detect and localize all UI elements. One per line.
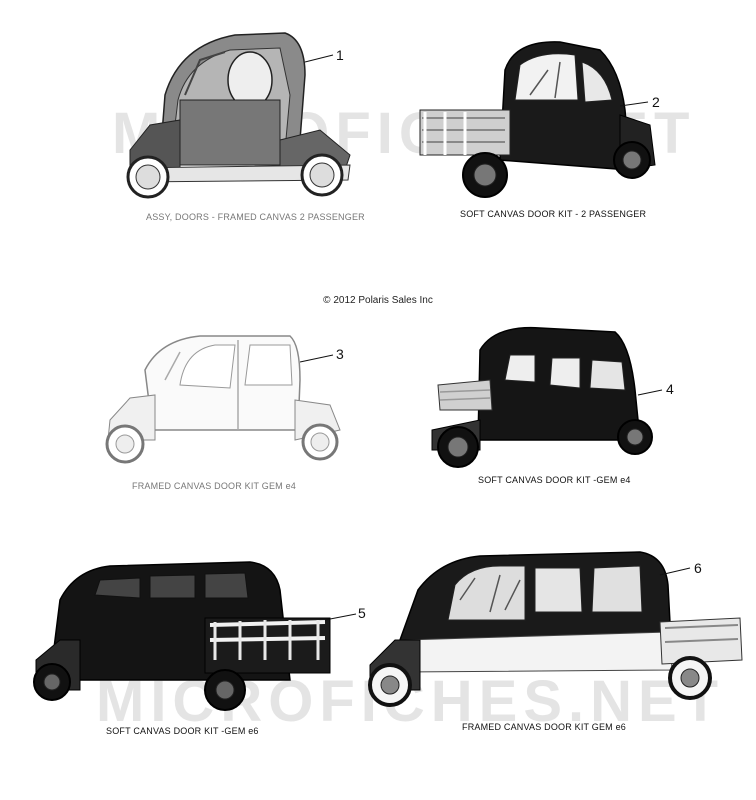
caption-part-6: FRAMED CANVAS DOOR KIT GEM e6 [462,722,626,732]
caption-part-3: FRAMED CANVAS DOOR KIT GEM e4 [132,481,296,491]
callout-4: 4 [666,381,674,397]
caption-part-2: SOFT CANVAS DOOR KIT - 2 PASSENGER [460,209,647,219]
callout-1: 1 [336,47,344,63]
callout-5: 5 [358,605,366,621]
vehicle-5-illustration [33,561,357,711]
callout-2: 2 [652,94,660,110]
vehicle-4-illustration [431,326,663,468]
copyright-text: © 2012 Polaris Sales Inc [323,295,433,306]
vehicle-3-illustration [105,335,341,464]
vehicle-6-illustration [368,551,743,707]
vehicle-1-illustration [126,32,351,199]
caption-part-5: SOFT CANVAS DOOR KIT -GEM e6 [106,726,259,736]
vehicle-2-illustration [419,41,656,198]
caption-part-4: SOFT CANVAS DOOR KIT -GEM e4 [478,475,631,485]
caption-part-1: ASSY, DOORS - FRAMED CANVAS 2 PASSENGER [146,212,365,222]
callout-3: 3 [336,346,344,362]
callout-6: 6 [694,560,702,576]
